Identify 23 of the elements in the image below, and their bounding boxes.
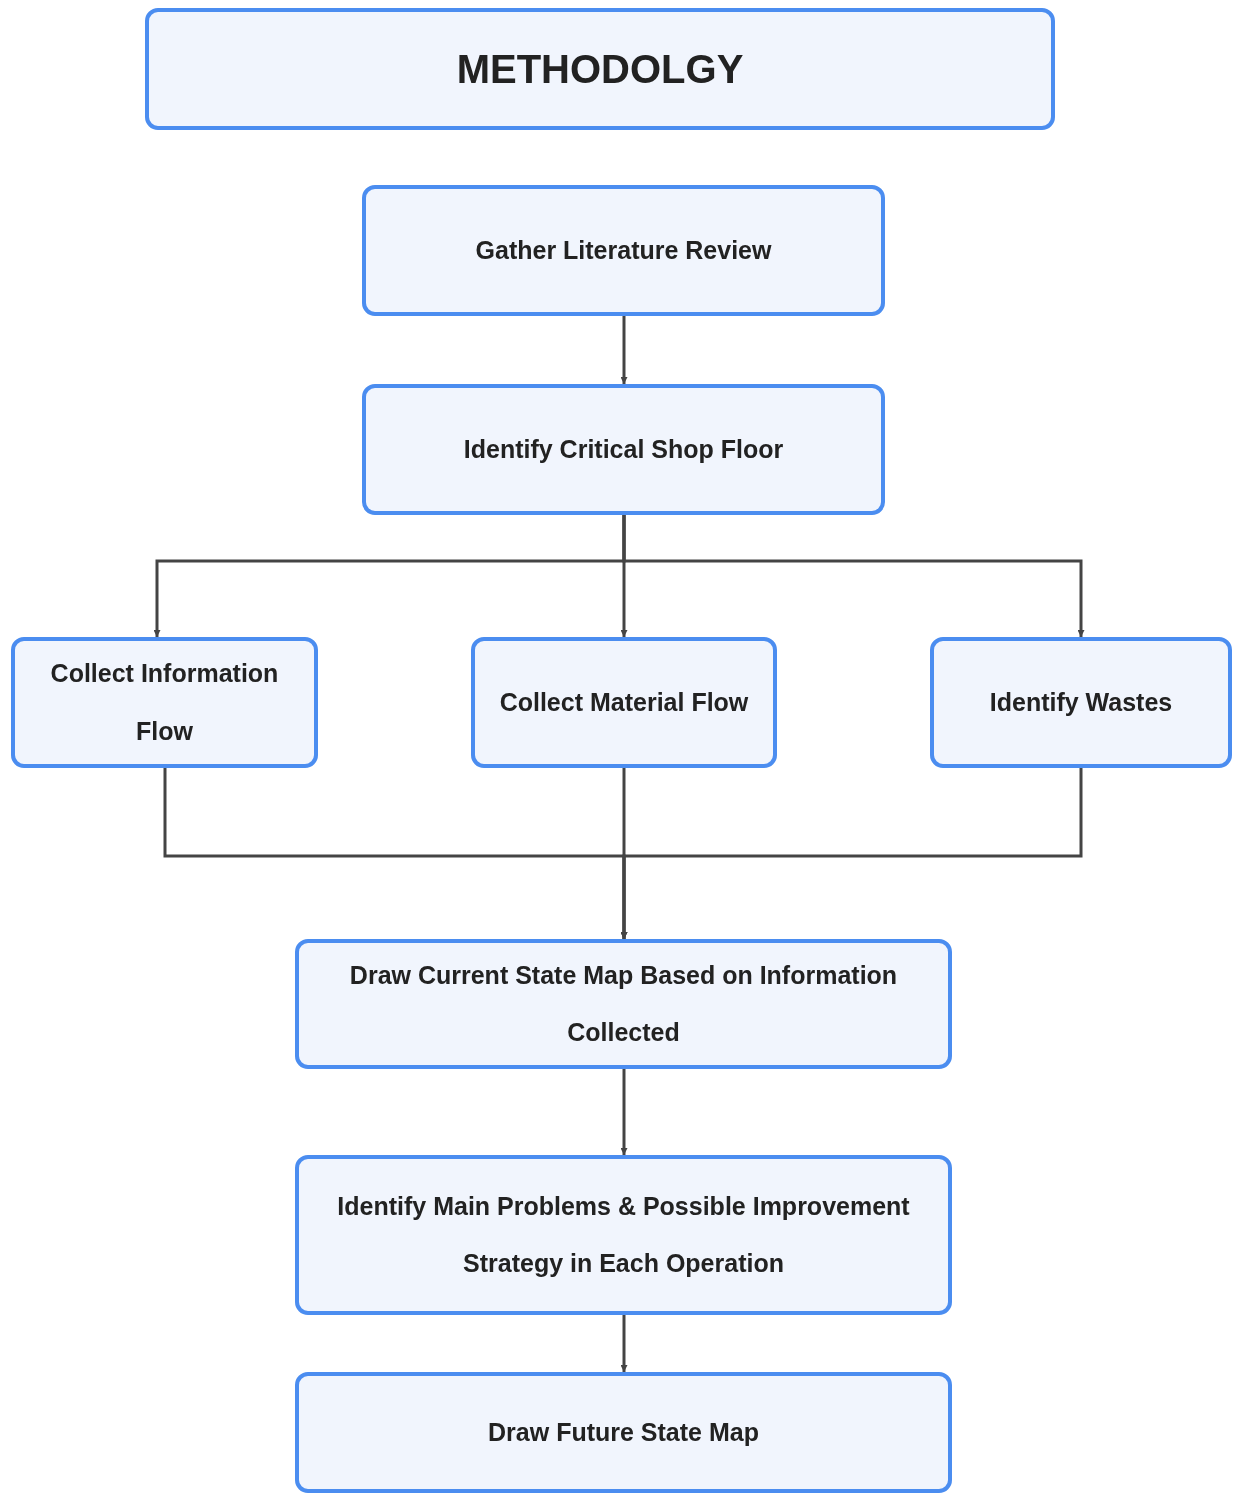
arrow <box>620 316 628 384</box>
step-text: Identify Critical Shop Floor <box>462 433 785 465</box>
process-box <box>930 637 1232 768</box>
arrow <box>620 1315 628 1372</box>
step-text: Draw Current State Map Based on Information Collected <box>348 959 899 1048</box>
step-text: Collect Information Flow <box>49 658 280 747</box>
step-text: Gather Literature Review <box>474 234 773 266</box>
step-text: Identify Wastes <box>988 686 1174 718</box>
step-text: Draw Future State Map <box>487 1416 760 1448</box>
process-box <box>471 637 777 768</box>
arrow <box>620 768 1083 939</box>
title-text: METHODOLGY <box>455 46 745 93</box>
process-box <box>11 637 318 768</box>
arrow <box>620 1069 628 1155</box>
process-box <box>295 1155 952 1315</box>
process-box <box>362 185 885 316</box>
process-box <box>295 939 952 1069</box>
arrow <box>622 515 1085 637</box>
process-box <box>295 1372 952 1493</box>
title-box <box>145 8 1055 130</box>
step-text: Identify Main Problems & Possible Improvement Strategy in Each Operation <box>336 1190 911 1279</box>
process-box <box>362 384 885 515</box>
step-text: Collect Material Flow <box>498 686 750 718</box>
